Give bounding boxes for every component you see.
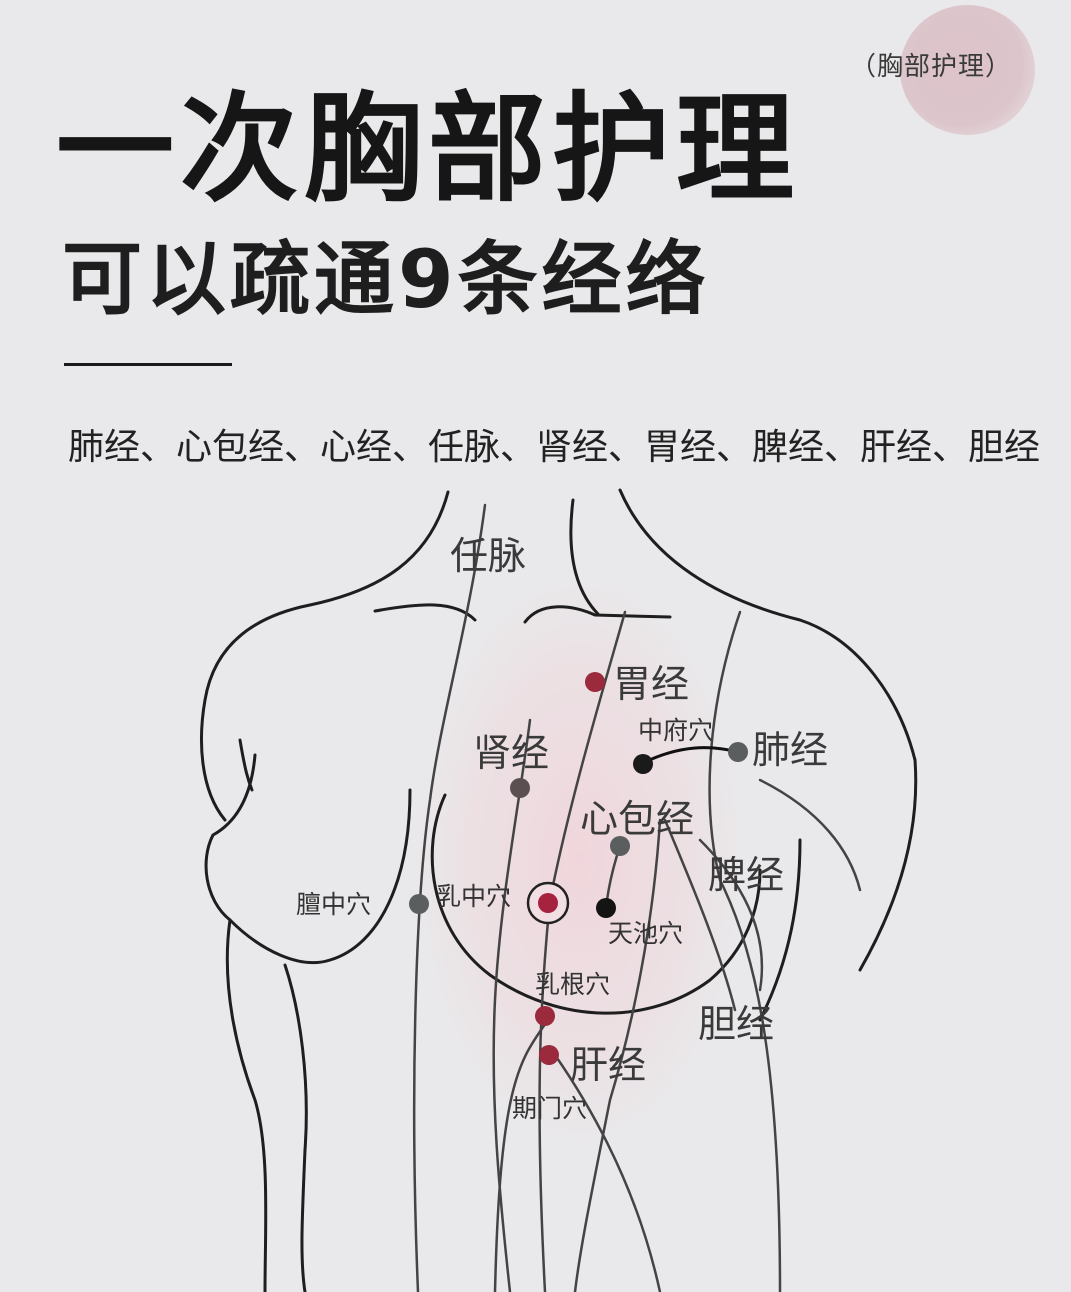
danzhong-point (409, 894, 429, 914)
divider (64, 363, 232, 366)
label-ren-meridian: 任脉 (450, 534, 527, 578)
label-danzhong: 膻中穴 (296, 890, 372, 919)
qimen-point (539, 1045, 559, 1065)
page-title: 一次胸部护理 (56, 79, 801, 218)
lung-meridian-point (728, 742, 748, 762)
pericardium-point (610, 836, 630, 856)
body-outline (200, 488, 918, 1292)
meridian-list: 肺经、心包经、心经、任脉、肾经、胃经、脾经、肝经、胆经 (68, 427, 1041, 468)
rugen-point (535, 1006, 555, 1026)
label-spleen-meridian: 脾经 (708, 853, 785, 897)
zhongfu-point (633, 754, 653, 774)
stomach-meridian-point (585, 672, 605, 692)
acupoint-markers (409, 672, 748, 1065)
label-qimen: 期门穴 (512, 1094, 588, 1123)
label-stomach-meridian: 胃经 (613, 662, 690, 706)
label-ruzhong: 乳中穴 (436, 882, 512, 911)
category-badge: （胸部护理） (850, 52, 1013, 82)
label-rugen: 乳根穴 (535, 970, 611, 999)
tianchi-point (596, 898, 616, 918)
label-zhongfu: 中府穴 (638, 716, 714, 745)
label-pericardium-meridian: 心包经 (580, 797, 695, 841)
meridian-lines (412, 503, 862, 1292)
label-tianchi: 天池穴 (608, 919, 684, 948)
label-kidney-meridian: 肾经 (473, 731, 550, 775)
kidney-meridian-point (510, 778, 530, 798)
label-liver-meridian: 肝经 (570, 1043, 647, 1087)
ruzhong-point (538, 893, 558, 913)
label-lung-meridian: 肺经 (752, 728, 829, 772)
label-gallbladder-meridian: 胆经 (698, 1002, 775, 1046)
page-subtitle: 可以疏通9条经络 (62, 233, 710, 326)
highlight-glow (390, 530, 770, 1190)
decorative-pink-circle (900, 5, 1035, 135)
